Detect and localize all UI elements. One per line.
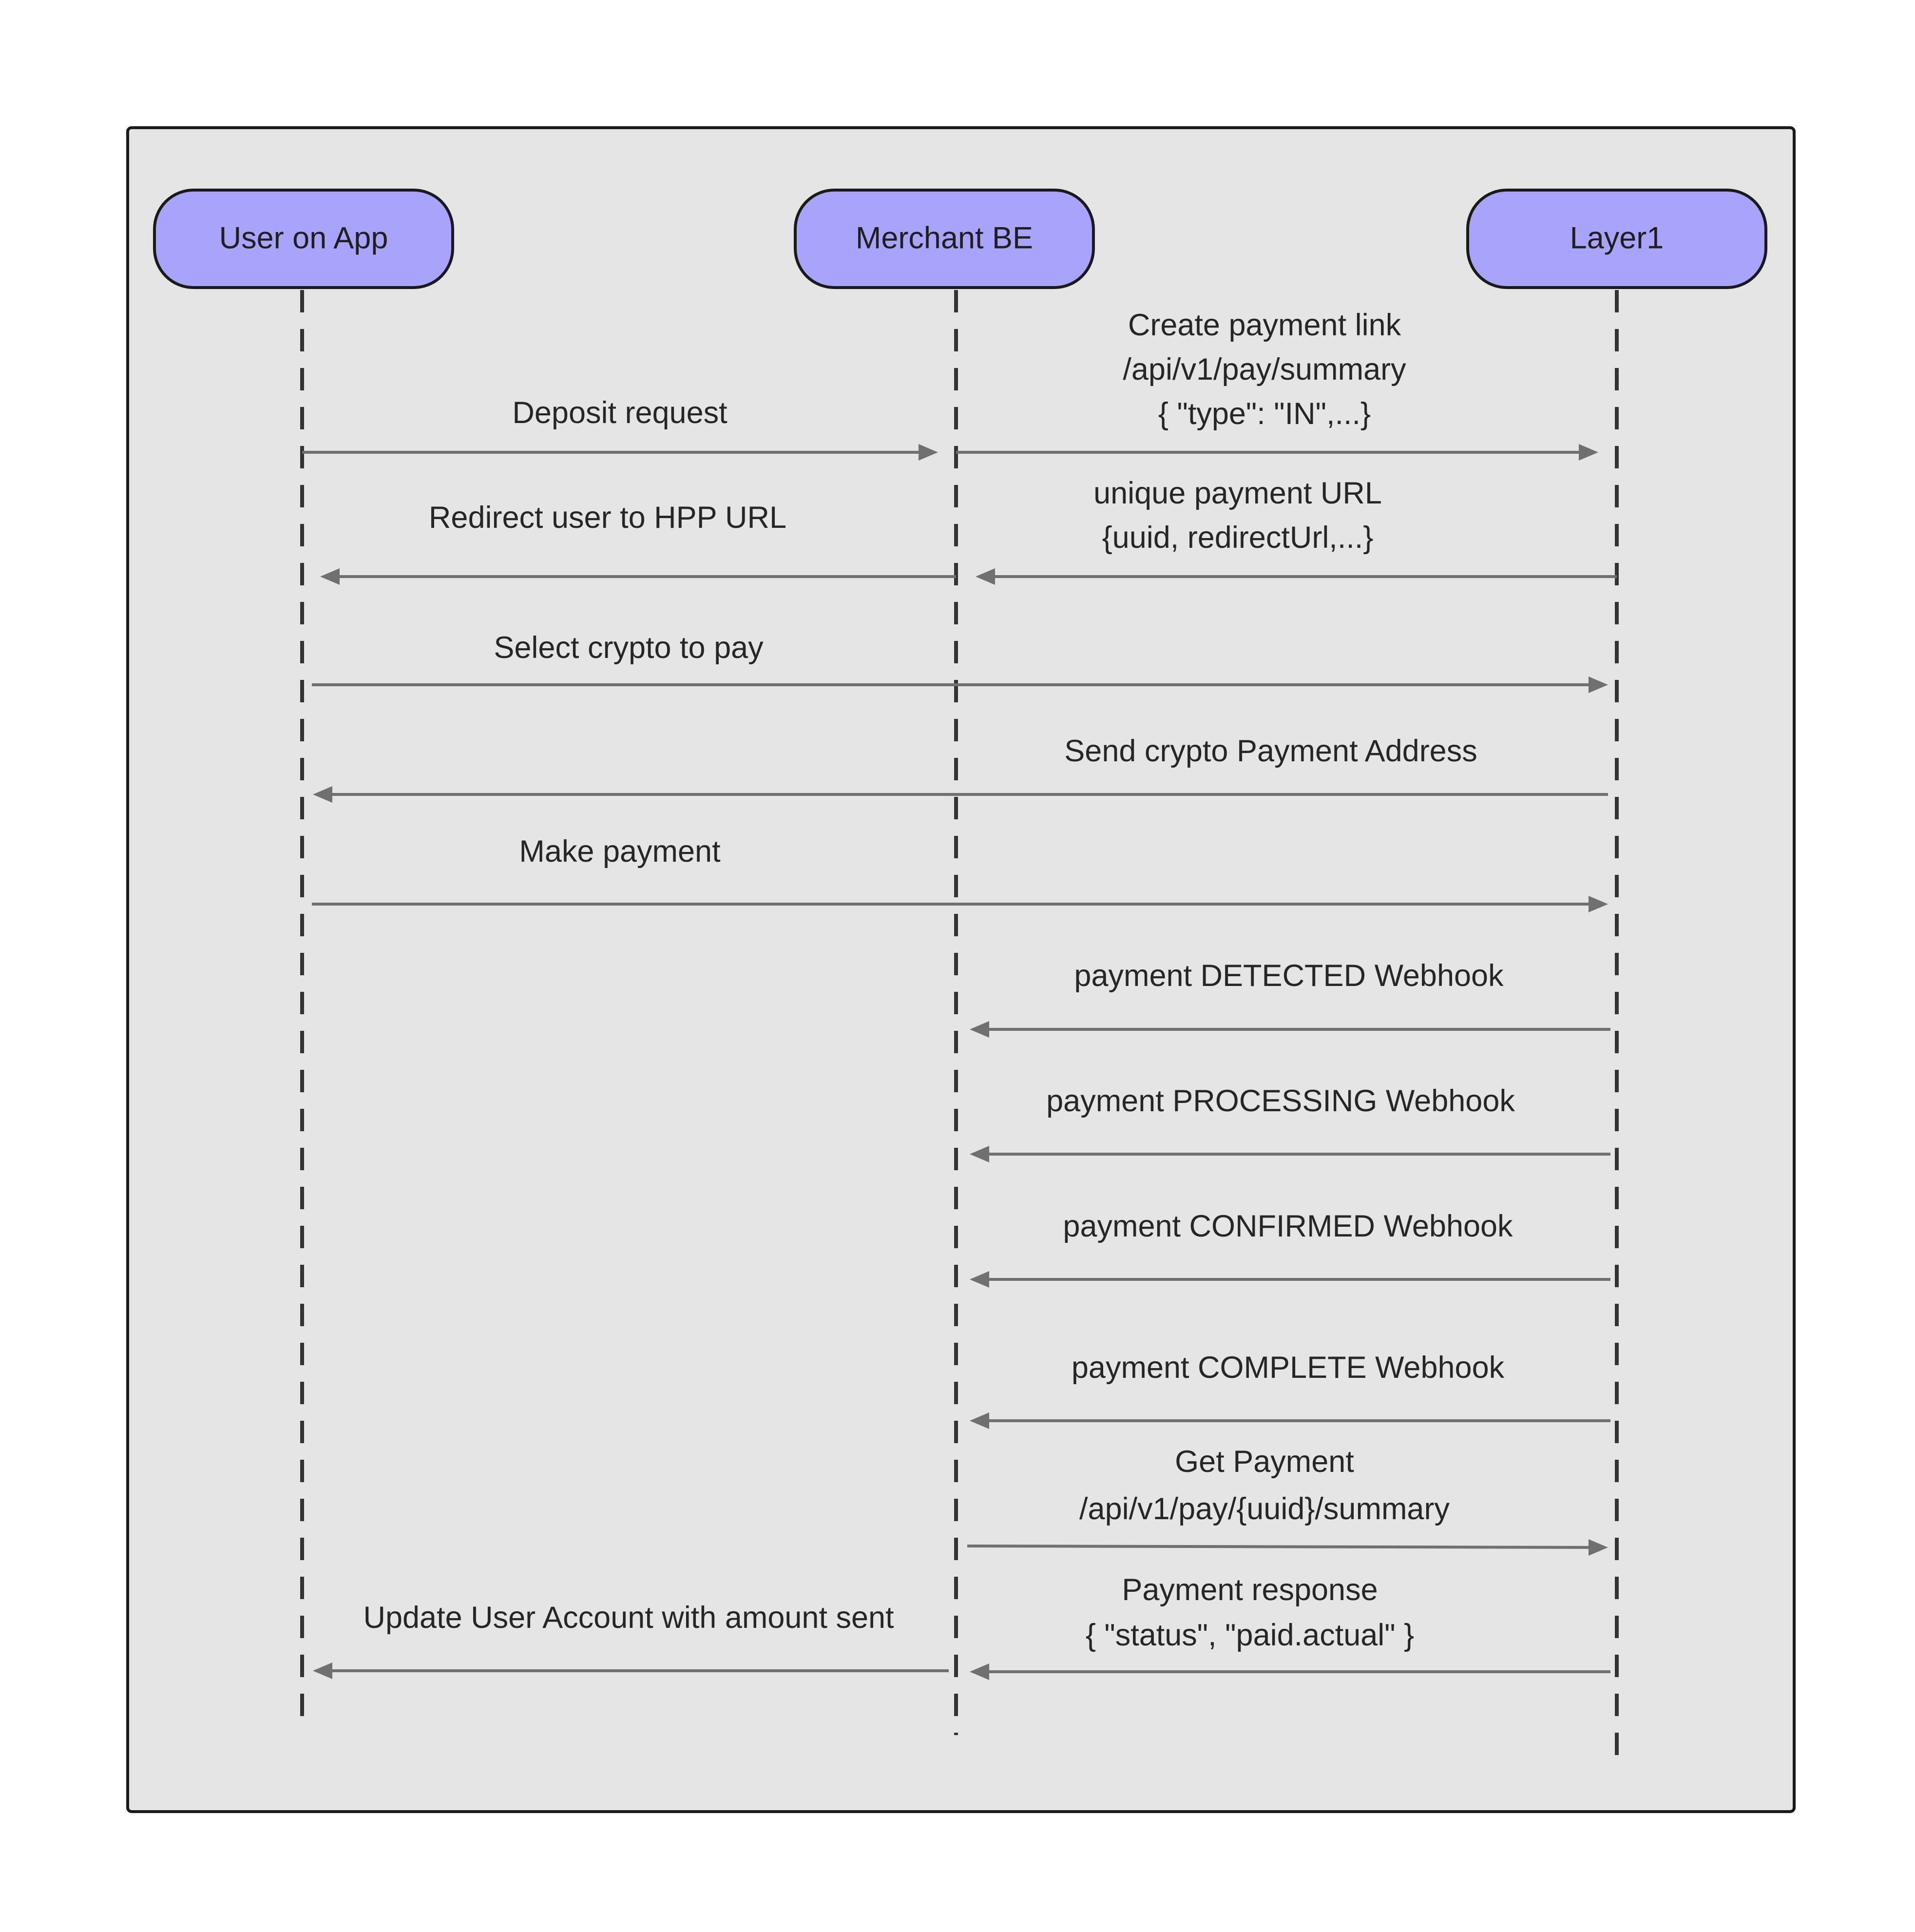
message-label: payment CONFIRMED Webhook [1063,1209,1513,1243]
actor-box-user [153,189,454,289]
message-7: Make payment [312,834,1608,912]
message-label: {uuid, redirectUrl,...} [1102,521,1374,555]
message-6: Send crypto Payment Address [313,734,1608,803]
message-3: Redirect user to HPP URL [320,501,956,585]
arrowhead-icon [320,568,340,585]
message-13: Payment response { "status", "paid.actual… [970,1573,1610,1680]
message-8: payment DETECTED Webhook [970,959,1610,1038]
message-label: Make payment [519,834,721,869]
message-arrow-line [967,1545,1597,1549]
diagram-frame [126,126,1796,1813]
message-14: Update User Account with amount sent [313,1601,949,1679]
message-label: unique payment URL [1093,476,1382,510]
arrowhead-icon [1589,1539,1608,1556]
message-label: Payment response [1122,1573,1378,1607]
message-9: payment PROCESSING Webhook [970,1084,1610,1162]
arrowhead-icon [970,1412,989,1429]
message-label: payment DETECTED Webhook [1074,959,1504,993]
message-label: Create payment link [1128,308,1401,342]
messages: Deposit request Create payment link/api/v… [302,308,1617,1680]
arrowhead-icon [970,1663,989,1680]
arrowhead-icon [1589,676,1608,693]
message-label: payment COMPLETE Webhook [1072,1351,1505,1385]
message-label: Send crypto Payment Address [1064,734,1477,768]
message-11: payment COMPLETE Webhook [970,1351,1610,1429]
message-12: Get Payment/api/v1/pay/{uuid}/summary [967,1445,1608,1556]
actor-label-layer1: Layer1 [1570,221,1664,255]
message-label: Select crypto to pay [494,631,764,665]
arrowhead-icon [313,786,332,803]
message-label: /api/v1/pay/{uuid}/summary [1079,1492,1450,1526]
lifelines [300,290,1619,1759]
arrowhead-icon [1589,896,1608,912]
arrowhead-icon [1579,444,1598,461]
message-10: payment CONFIRMED Webhook [970,1209,1610,1288]
arrowhead-icon [919,444,938,461]
message-5: Select crypto to pay [312,631,1608,693]
message-label: { "status", "paid.actual" } [1086,1618,1414,1652]
message-2: Create payment link/api/v1/pay/summary { … [956,308,1598,461]
arrowhead-icon [313,1662,332,1679]
message-label: payment PROCESSING Webhook [1046,1084,1515,1118]
actor-merchant: Merchant BE [794,189,1095,289]
arrowhead-icon [976,568,995,585]
message-label: { "type": "IN",...} [1158,397,1371,431]
arrowhead-icon [970,1271,989,1288]
arrowhead-icon [970,1021,989,1038]
arrowhead-icon [970,1146,989,1162]
message-1: Deposit request [302,396,938,461]
actor-box-layer1 [1466,189,1767,289]
message-label: /api/v1/pay/summary [1123,352,1406,386]
actor-user: User on App [153,189,454,289]
actor-label-merchant: Merchant BE [856,221,1033,255]
actor-layer1: Layer1 [1466,189,1767,289]
message-label: Update User Account with amount sent [363,1601,894,1635]
message-label: Deposit request [512,396,728,430]
message-label: Redirect user to HPP URL [429,501,786,535]
message-4: unique payment URL {uuid, redirectUrl,...… [976,476,1617,585]
message-label: Get Payment [1175,1445,1354,1479]
actor-box-merchant [794,189,1095,289]
actor-label-user: User on App [219,221,388,255]
